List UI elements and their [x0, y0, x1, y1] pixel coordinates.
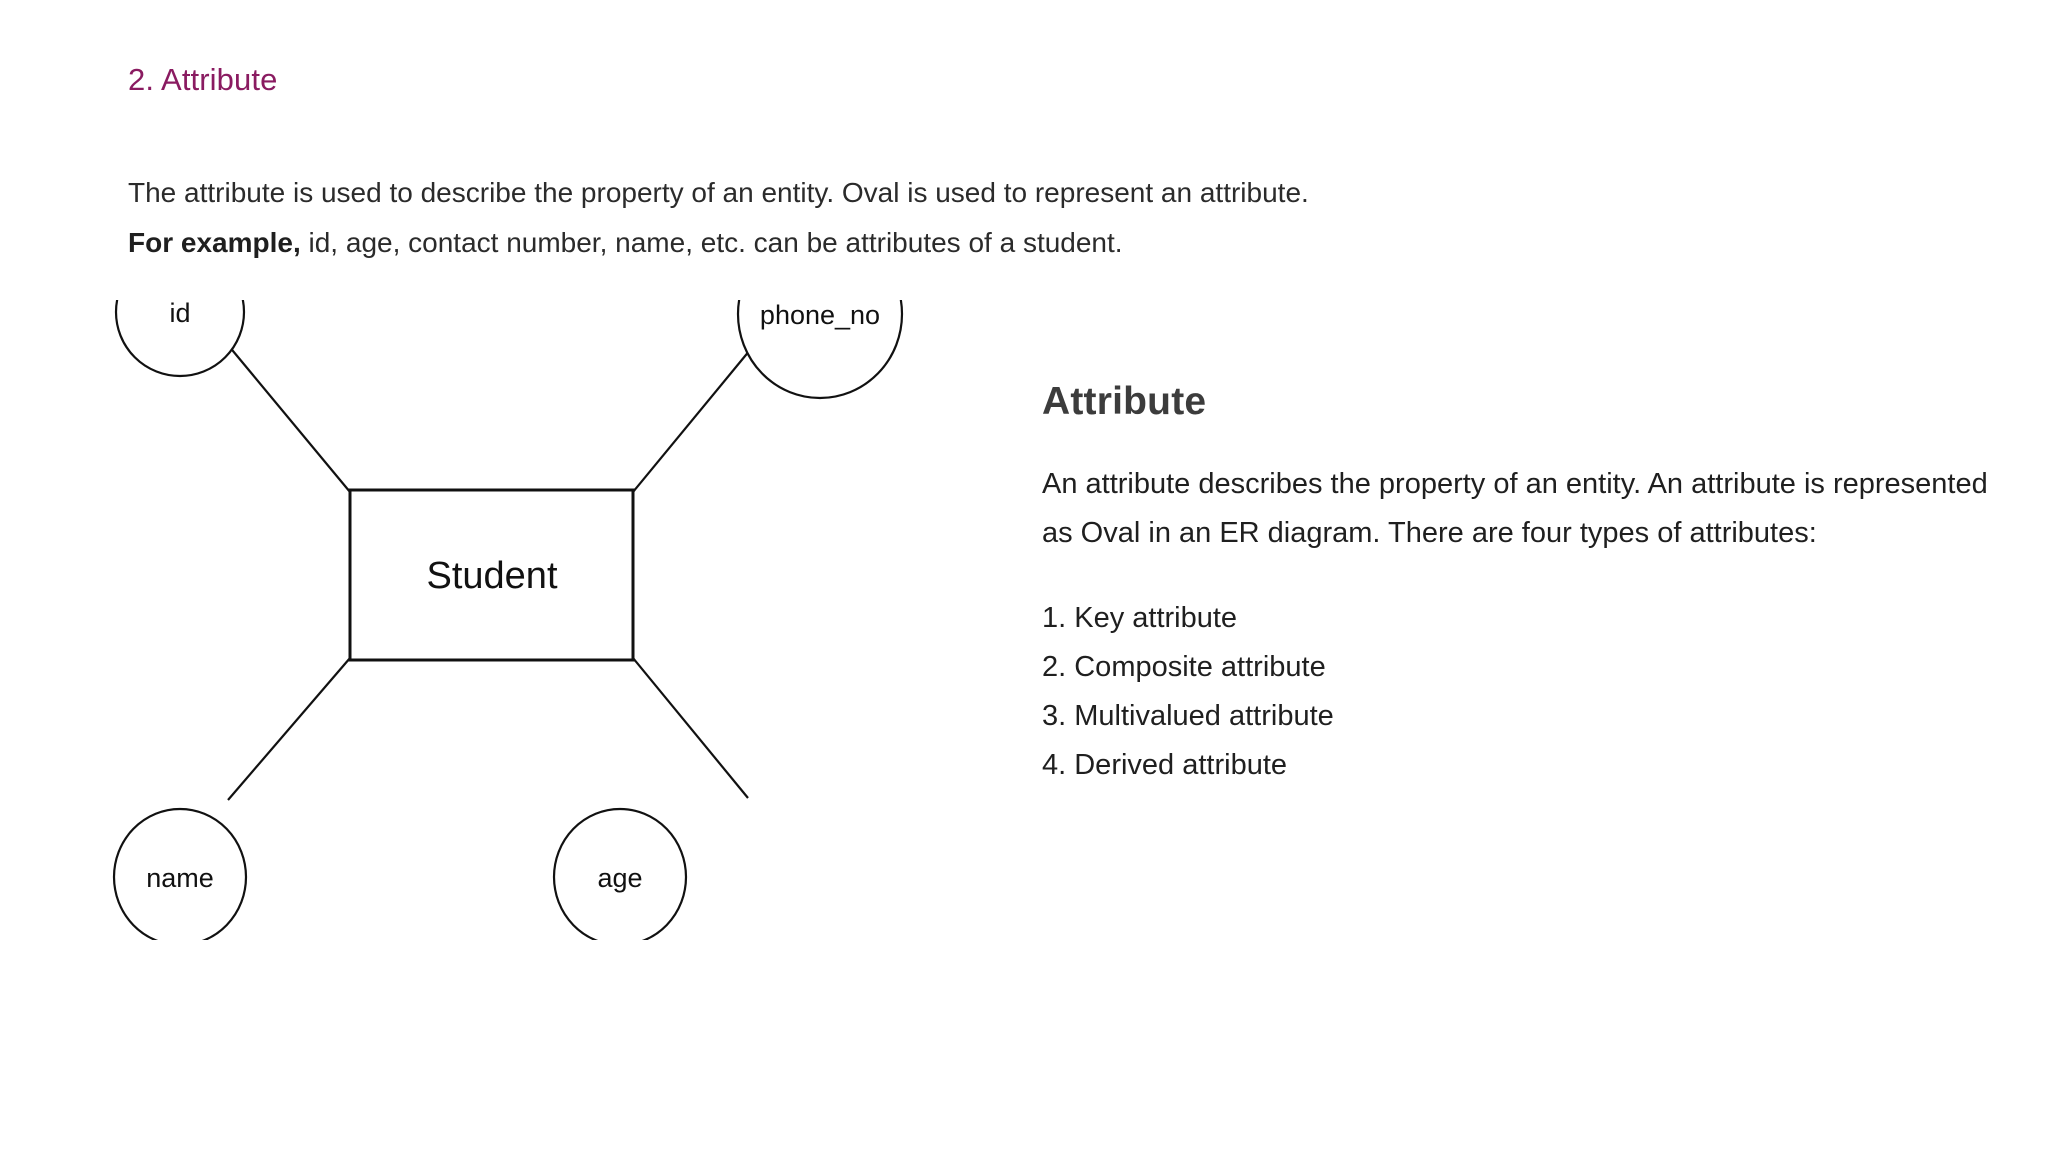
list-item: 2. Composite attribute: [1042, 651, 1326, 683]
oval-name: [112, 807, 248, 940]
oval-age: [552, 807, 688, 940]
list-item: 4. Derived attribute: [1042, 749, 1288, 781]
edge-student-to-name: [227, 657, 351, 801]
er-diagram: id phone_no Student name age: [100, 300, 1000, 940]
intro-line-2-text: id, age, contact number, name, etc. can …: [308, 227, 1123, 258]
oval-label-name: name: [146, 863, 214, 893]
entity-label-student: Student: [427, 555, 558, 597]
intro-line-2: For example, id, age, contact number, na…: [128, 218, 1848, 268]
page-title: 2. Attribute: [128, 62, 278, 97]
attribute-types-list: 1. Key attribute 2. Composite attribute …: [1042, 594, 2022, 790]
er-diagram-canvas: id phone_no Student name age: [112, 300, 904, 940]
for-example-label: For example,: [128, 227, 301, 258]
intro-line-1: The attribute is used to describe the pr…: [128, 177, 1309, 208]
panel-title: Attribute: [1042, 380, 1207, 423]
oval-phone-no: [736, 300, 904, 400]
edge-student-to-age: [632, 657, 749, 799]
edge-phone-no-to-student: [632, 349, 751, 493]
oval-label-age: age: [597, 863, 642, 893]
list-item: 1. Key attribute: [1042, 602, 1238, 634]
intro-line-2-rest: [301, 227, 309, 258]
attribute-info-panel: Attribute An attribute describes the pro…: [1042, 380, 2022, 790]
oval-id-real: [114, 300, 246, 378]
oval-label-phone-no: phone_no: [760, 300, 880, 330]
oval-label-id: id: [169, 300, 190, 328]
edge-id-to-student: [227, 344, 351, 493]
entity-rect-student: [348, 488, 635, 662]
panel-description: An attribute describes the property of a…: [1042, 468, 1988, 549]
list-item: 3. Multivalued attribute: [1042, 700, 1334, 732]
intro-paragraph: The attribute is used to describe the pr…: [128, 168, 1848, 268]
